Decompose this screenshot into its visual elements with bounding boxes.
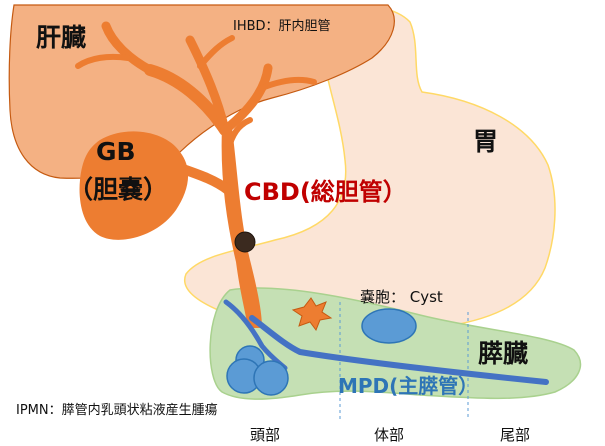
body-label: 体部 (374, 426, 404, 444)
common-bile-duct (221, 128, 262, 328)
head-label: 頭部 (250, 426, 280, 444)
mpd-label: MPD(主膵管） (338, 374, 478, 398)
ihbd-label: IHBD：肝内胆管 (233, 18, 331, 34)
ipmn-cluster (226, 345, 289, 396)
gallbladder (79, 131, 189, 240)
ipmn-label: IPMN：膵管内乳頭状粘液産生腫瘍 (16, 402, 218, 418)
tail-label: 尾部 (500, 426, 530, 444)
bile-duct-stone (234, 231, 256, 253)
gb-label-line2: （胆嚢） (68, 175, 168, 204)
pancreas-label: 膵臓 (478, 339, 528, 368)
tumor (291, 297, 333, 332)
cyst-label: 嚢胞： Cyst (360, 288, 443, 306)
main-pancreatic-duct (249, 315, 549, 385)
gb-label-line1: GB (96, 137, 136, 166)
liver-label: 肝臓 (36, 23, 86, 52)
cyst (361, 308, 417, 344)
stomach-label: 胃 (473, 127, 498, 156)
intrahepatic-bile-ducts (75, 21, 317, 153)
cbd-label: CBD(総胆管） (244, 178, 407, 206)
